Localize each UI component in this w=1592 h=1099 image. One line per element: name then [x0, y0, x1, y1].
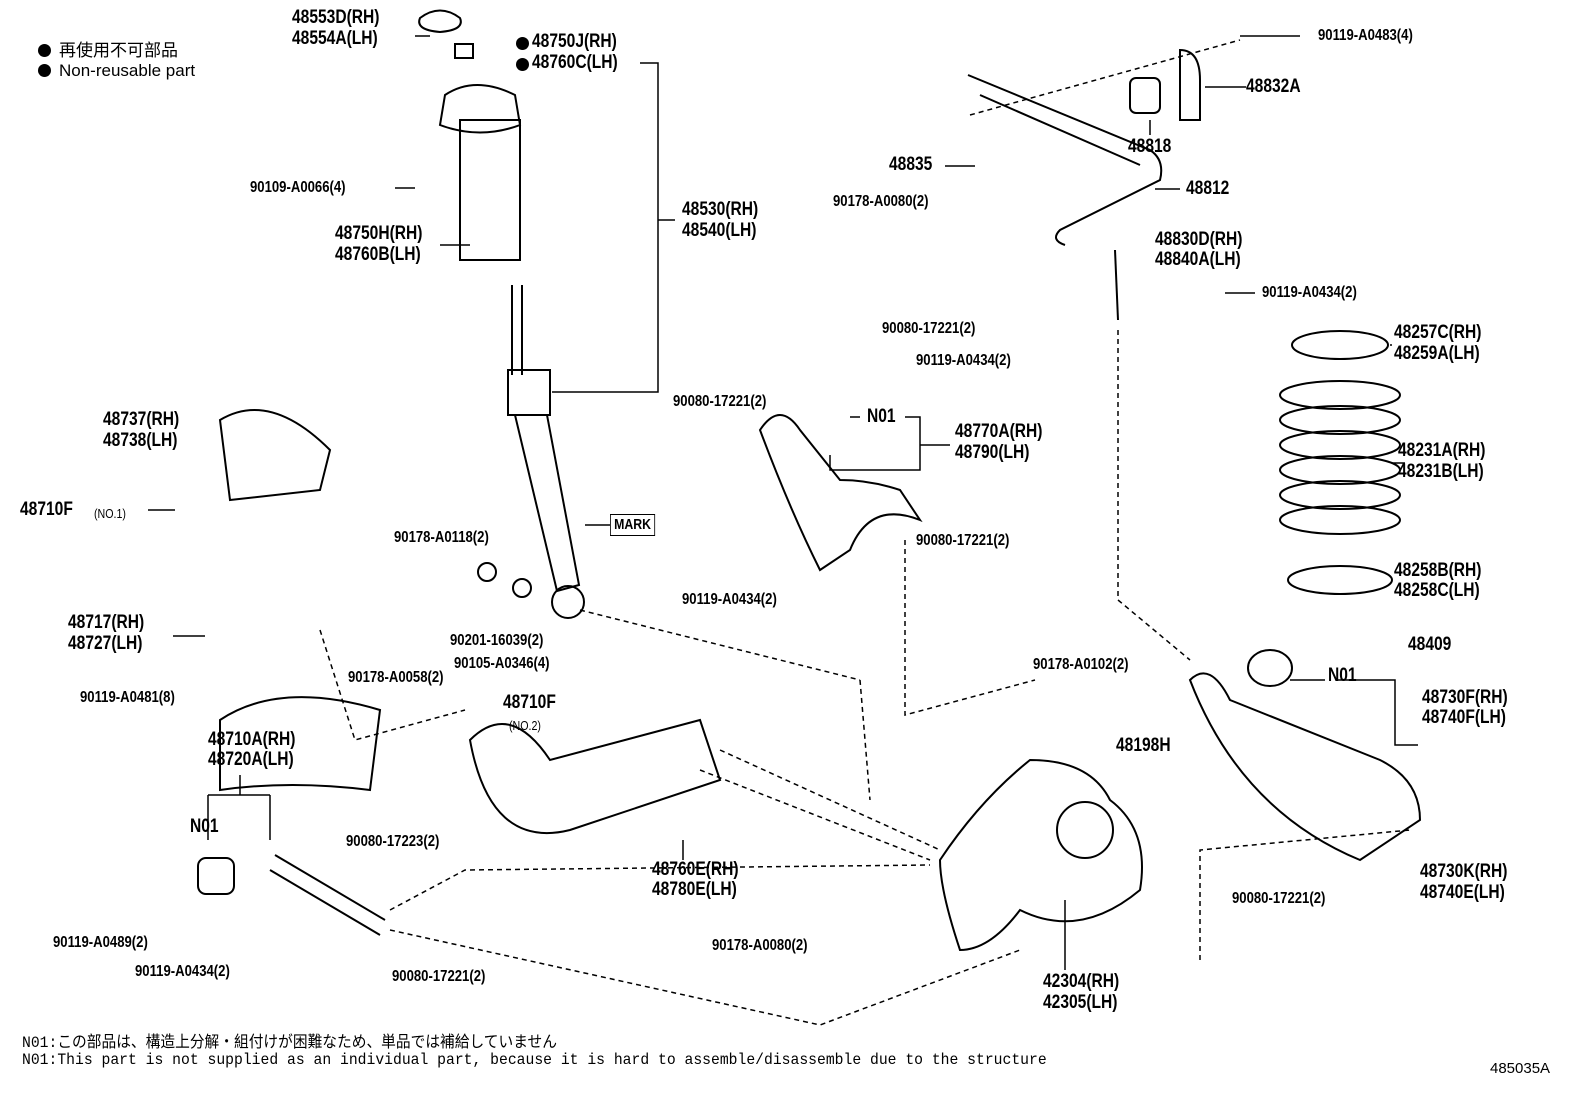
part-label[interactable]: 48710F	[503, 692, 556, 713]
part-label[interactable]: 48198H	[1116, 735, 1171, 756]
part-label[interactable]: 90119-A0481(8)	[80, 689, 175, 706]
part-label[interactable]: 48710A(RH)	[208, 729, 296, 750]
part-label[interactable]: 48760C(LH)	[532, 52, 618, 73]
part-label[interactable]: 90178-A0102(2)	[1033, 656, 1129, 673]
part-label[interactable]: 48540(LH)	[682, 220, 757, 241]
part-label-note: (NO.1)	[94, 506, 126, 521]
part-label[interactable]: 48738(LH)	[103, 430, 178, 451]
legend-ja: 再使用不可部品	[38, 36, 178, 61]
non-reusable-bullet-icon	[38, 64, 51, 77]
part-label[interactable]: 48717(RH)	[68, 612, 145, 633]
part-label[interactable]: 48750J(RH)	[532, 31, 617, 52]
part-label[interactable]: 90080-17223(2)	[346, 833, 440, 850]
part-label[interactable]: 48830D(RH)	[1155, 229, 1243, 250]
part-label[interactable]: 48780E(LH)	[652, 879, 737, 900]
part-label[interactable]: 90178-A0080(2)	[712, 937, 808, 954]
part-label[interactable]: N01	[1328, 665, 1357, 686]
legend-en: Non-reusable part	[38, 61, 195, 81]
coil-spring	[1279, 330, 1401, 595]
suspension-arms	[197, 409, 1422, 952]
part-label[interactable]: 48258B(RH)	[1394, 560, 1482, 581]
part-label[interactable]: 90119-A0434(2)	[682, 591, 777, 608]
part-label[interactable]: 48231A(RH)	[1398, 440, 1486, 461]
footnote-ja: N01:この部品は、構造上分解・組付けが困難なため、単品では補給していません	[22, 1034, 557, 1052]
part-label[interactable]: N01	[867, 406, 896, 427]
legend-en-text: Non-reusable part	[59, 61, 196, 80]
part-label[interactable]: 90080-17221(2)	[392, 968, 486, 985]
part-label[interactable]: 42304(RH)	[1043, 971, 1120, 992]
part-label[interactable]: 48770A(RH)	[955, 421, 1043, 442]
part-label[interactable]: 90119-A0434(2)	[1262, 284, 1357, 301]
part-label[interactable]: 48530(RH)	[682, 199, 759, 220]
part-label[interactable]: 90178-A0080(2)	[833, 193, 929, 210]
part-label[interactable]: 48231B(LH)	[1398, 461, 1484, 482]
non-reusable-bullet-icon	[38, 44, 51, 57]
part-label[interactable]: 48257C(RH)	[1394, 322, 1482, 343]
part-label[interactable]: 48727(LH)	[68, 633, 143, 654]
part-label[interactable]: 48730K(RH)	[1420, 861, 1508, 882]
part-label[interactable]: 90178-A0058(2)	[348, 669, 444, 686]
shock-absorber	[418, 9, 585, 619]
stabilizer-bar	[967, 48, 1201, 321]
part-label[interactable]: 48737(RH)	[103, 409, 180, 430]
part-label[interactable]: 90080-17221(2)	[882, 320, 976, 337]
part-label[interactable]: 90109-A0066(4)	[250, 179, 346, 196]
part-label[interactable]: 48259A(LH)	[1394, 343, 1480, 364]
part-label[interactable]: 48720A(LH)	[208, 749, 294, 770]
part-label[interactable]: 48710F	[20, 499, 73, 520]
part-label[interactable]: 90178-A0118(2)	[394, 529, 489, 546]
part-label[interactable]: 90201-16039(2)	[450, 632, 544, 649]
non-reusable-bullet-icon	[516, 58, 529, 71]
non-reusable-bullet-icon	[516, 37, 529, 50]
part-label[interactable]: 48812	[1186, 178, 1230, 199]
part-label-note: (NO.2)	[509, 718, 541, 733]
illustration-code: 485035A	[1490, 1060, 1551, 1077]
mark-callout: MARK	[610, 514, 656, 536]
part-label[interactable]: 90080-17221(2)	[916, 532, 1010, 549]
part-label[interactable]: N01	[190, 816, 219, 837]
part-label[interactable]: 48760B(LH)	[335, 244, 421, 265]
part-label[interactable]: 48258C(LH)	[1394, 580, 1480, 601]
part-label[interactable]: 42305(LH)	[1043, 992, 1118, 1013]
part-label[interactable]: 90105-A0346(4)	[454, 655, 550, 672]
part-label[interactable]: 48840A(LH)	[1155, 249, 1241, 270]
part-label[interactable]: 90080-17221(2)	[673, 393, 767, 410]
part-label[interactable]: 48832A	[1246, 76, 1301, 97]
part-label[interactable]: 48554A(LH)	[292, 28, 378, 49]
part-label[interactable]: 48750H(RH)	[335, 223, 423, 244]
part-label[interactable]: 48730F(RH)	[1422, 687, 1508, 708]
leader-lines	[148, 35, 1418, 970]
part-label[interactable]: 48553D(RH)	[292, 7, 380, 28]
footnote-en: N01:This part is not supplied as an indi…	[22, 1051, 1047, 1069]
part-label[interactable]: 48760E(RH)	[652, 859, 739, 880]
dashed-assembly-lines	[319, 39, 1411, 1026]
legend-ja-text: 再使用不可部品	[59, 41, 178, 60]
part-label[interactable]: 90119-A0434(2)	[135, 963, 230, 980]
part-label[interactable]: 90119-A0489(2)	[53, 934, 148, 951]
part-label[interactable]: 48740F(LH)	[1422, 707, 1506, 728]
part-label[interactable]: 48818	[1128, 136, 1172, 157]
part-label[interactable]: 48790(LH)	[955, 442, 1030, 463]
part-label[interactable]: 48835	[889, 154, 933, 175]
part-label[interactable]: 90119-A0434(2)	[916, 352, 1011, 369]
part-label[interactable]: 90080-17221(2)	[1232, 890, 1326, 907]
part-label[interactable]: 48409	[1408, 634, 1452, 655]
part-label[interactable]: 90119-A0483(4)	[1318, 27, 1413, 44]
part-label[interactable]: 48740E(LH)	[1420, 882, 1505, 903]
